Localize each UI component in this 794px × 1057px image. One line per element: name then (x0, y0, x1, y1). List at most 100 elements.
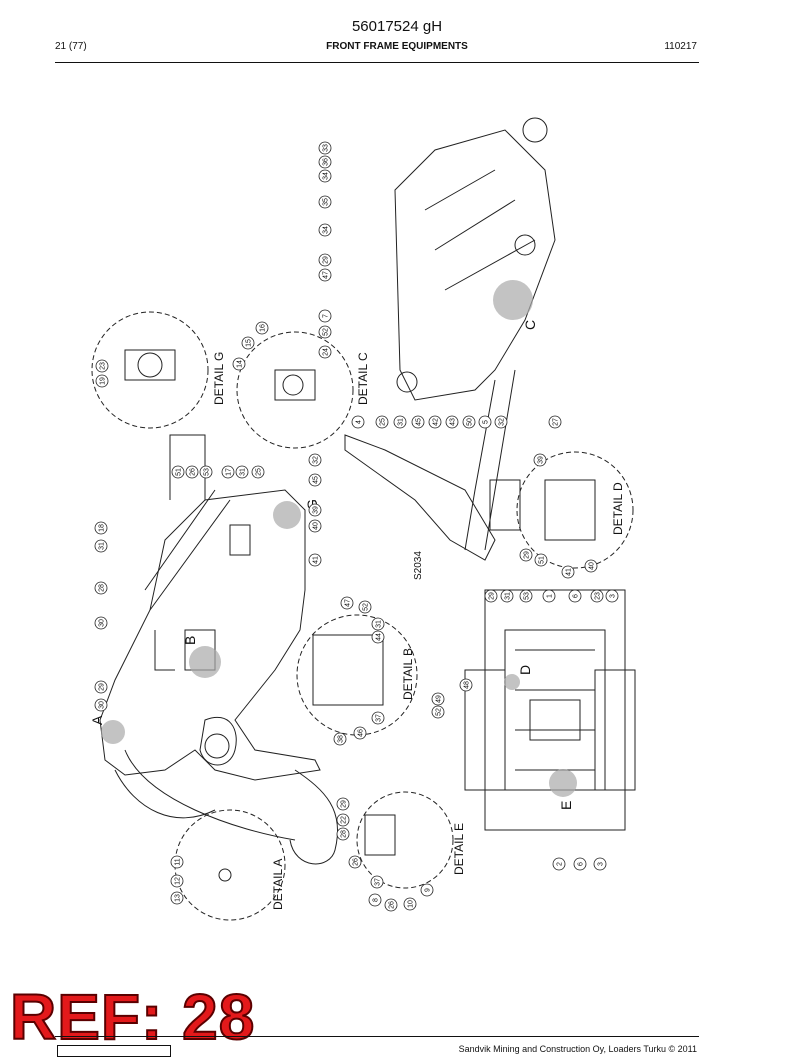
callout-balloon: 31 (393, 415, 407, 429)
callout-balloon: 13 (170, 891, 184, 905)
callout-balloon: 48 (459, 678, 473, 692)
callout-number: 53 (204, 468, 211, 476)
callout-number: 30 (99, 619, 106, 627)
callout-number: 23 (595, 592, 602, 600)
callout-number: 12 (175, 877, 182, 885)
callout-balloon: 26 (185, 465, 199, 479)
callout-number: 38 (338, 735, 345, 743)
callout-number: 29 (341, 800, 348, 808)
callout-number: 29 (489, 592, 496, 600)
callout-number: 27 (553, 418, 560, 426)
callout-number: 33 (323, 144, 330, 152)
callout-balloon: 38 (333, 732, 347, 746)
callout-balloon: 1 (542, 589, 556, 603)
callout-number: 25 (380, 418, 387, 426)
callout-number: 45 (416, 418, 423, 426)
callout-balloon: 49 (431, 692, 445, 706)
callout-balloon: 26 (348, 855, 362, 869)
caption-detail-d: DETAIL D (611, 482, 625, 535)
section-title: FRONT FRAME EQUIPMENTS (326, 41, 468, 52)
callout-balloon: 53 (199, 465, 213, 479)
callout-number: 4 (356, 420, 363, 424)
callout-number: 40 (313, 522, 320, 530)
callout-number: 14 (237, 360, 244, 368)
callout-number: 11 (175, 858, 182, 865)
callout-number: 16 (260, 324, 267, 332)
callout-balloon: 51 (171, 465, 185, 479)
detail-letter-a: A (89, 715, 105, 725)
caption-detail-a: DETAIL A (271, 859, 285, 910)
callout-balloon: 29 (94, 680, 108, 694)
callout-number: 39 (538, 456, 545, 464)
callout-balloon: 29 (519, 548, 533, 562)
callout-number: 37 (376, 714, 383, 722)
callout-balloon: 15 (241, 336, 255, 350)
callout-number: 3 (598, 862, 605, 866)
callout-balloon: 53 (519, 589, 533, 603)
callout-number: 48 (464, 681, 471, 689)
callout-balloon: 25 (375, 415, 389, 429)
callout-number: 37 (375, 878, 382, 886)
callout-balloon: 45 (308, 473, 322, 487)
callout-number: 31 (398, 418, 405, 426)
callout-balloon: 24 (318, 345, 332, 359)
callout-number: 29 (99, 683, 106, 691)
callout-balloon: 33 (318, 141, 332, 155)
document-number: 56017524 gH (351, 18, 443, 35)
callout-balloon: 11 (170, 855, 184, 869)
callout-number: 22 (341, 816, 348, 824)
callout-balloon: 6 (573, 857, 587, 871)
callout-balloon: 45 (411, 415, 425, 429)
detail-letter-c: C (522, 320, 538, 330)
callout-number: 52 (363, 603, 370, 611)
callout-number: 31 (505, 592, 512, 600)
company-logo (57, 1045, 171, 1057)
technical-drawing: A B C D E G DETAIL A DETAIL B DETAIL C D… (89, 117, 636, 921)
callout-number: 26 (353, 858, 360, 866)
callout-balloon: 52 (358, 600, 372, 614)
callout-balloon: 29 (318, 253, 332, 267)
callout-balloon: 36 (318, 155, 332, 169)
callout-number: 34 (323, 172, 330, 180)
callout-number: 5 (483, 420, 490, 424)
callout-balloon: 39 (308, 503, 322, 517)
callout-balloon: 32 (494, 415, 508, 429)
callout-number: 19 (100, 377, 107, 385)
callout-number: 40 (589, 562, 596, 570)
callout-balloon: 23 (95, 359, 109, 373)
callout-number: 26 (389, 901, 396, 909)
callout-balloon: 29 (336, 797, 350, 811)
callout-number: 9 (425, 888, 432, 892)
callout-balloon: 28 (336, 827, 350, 841)
callout-number: 47 (345, 599, 352, 607)
callout-number: 53 (524, 592, 531, 600)
callout-number: 49 (436, 695, 443, 703)
callout-balloon: 31 (500, 589, 514, 603)
callout-balloon: 30 (94, 616, 108, 630)
callout-number: 52 (436, 708, 443, 716)
callout-number: 41 (566, 568, 573, 576)
callout-balloon: 40 (308, 519, 322, 533)
callout-number: 36 (323, 158, 330, 166)
callout-number: 43 (450, 418, 457, 426)
callout-balloon: 29 (484, 589, 498, 603)
callout-number: 31 (240, 468, 247, 476)
footer-copyright: Sandvik Mining and Construction Oy, Load… (458, 1044, 697, 1054)
callout-number: 47 (323, 271, 330, 279)
callout-number: 6 (578, 862, 585, 866)
callout-balloon: 42 (428, 415, 442, 429)
callout-number: 23 (100, 362, 107, 370)
callout-balloon: 47 (318, 268, 332, 282)
callout-balloon: 12 (170, 874, 184, 888)
callout-balloon: 6 (568, 589, 582, 603)
callout-number: 52 (323, 328, 330, 336)
callout-number: 8 (373, 898, 380, 902)
callout-number: 46 (358, 729, 365, 737)
callout-balloon: 16 (255, 321, 269, 335)
callout-balloon: 34 (318, 223, 332, 237)
callout-balloon: 30 (94, 698, 108, 712)
callout-number: 39 (313, 506, 320, 514)
callout-number: 7 (323, 314, 330, 318)
callout-number: 24 (323, 348, 330, 356)
detail-letter-e: E (558, 801, 574, 810)
